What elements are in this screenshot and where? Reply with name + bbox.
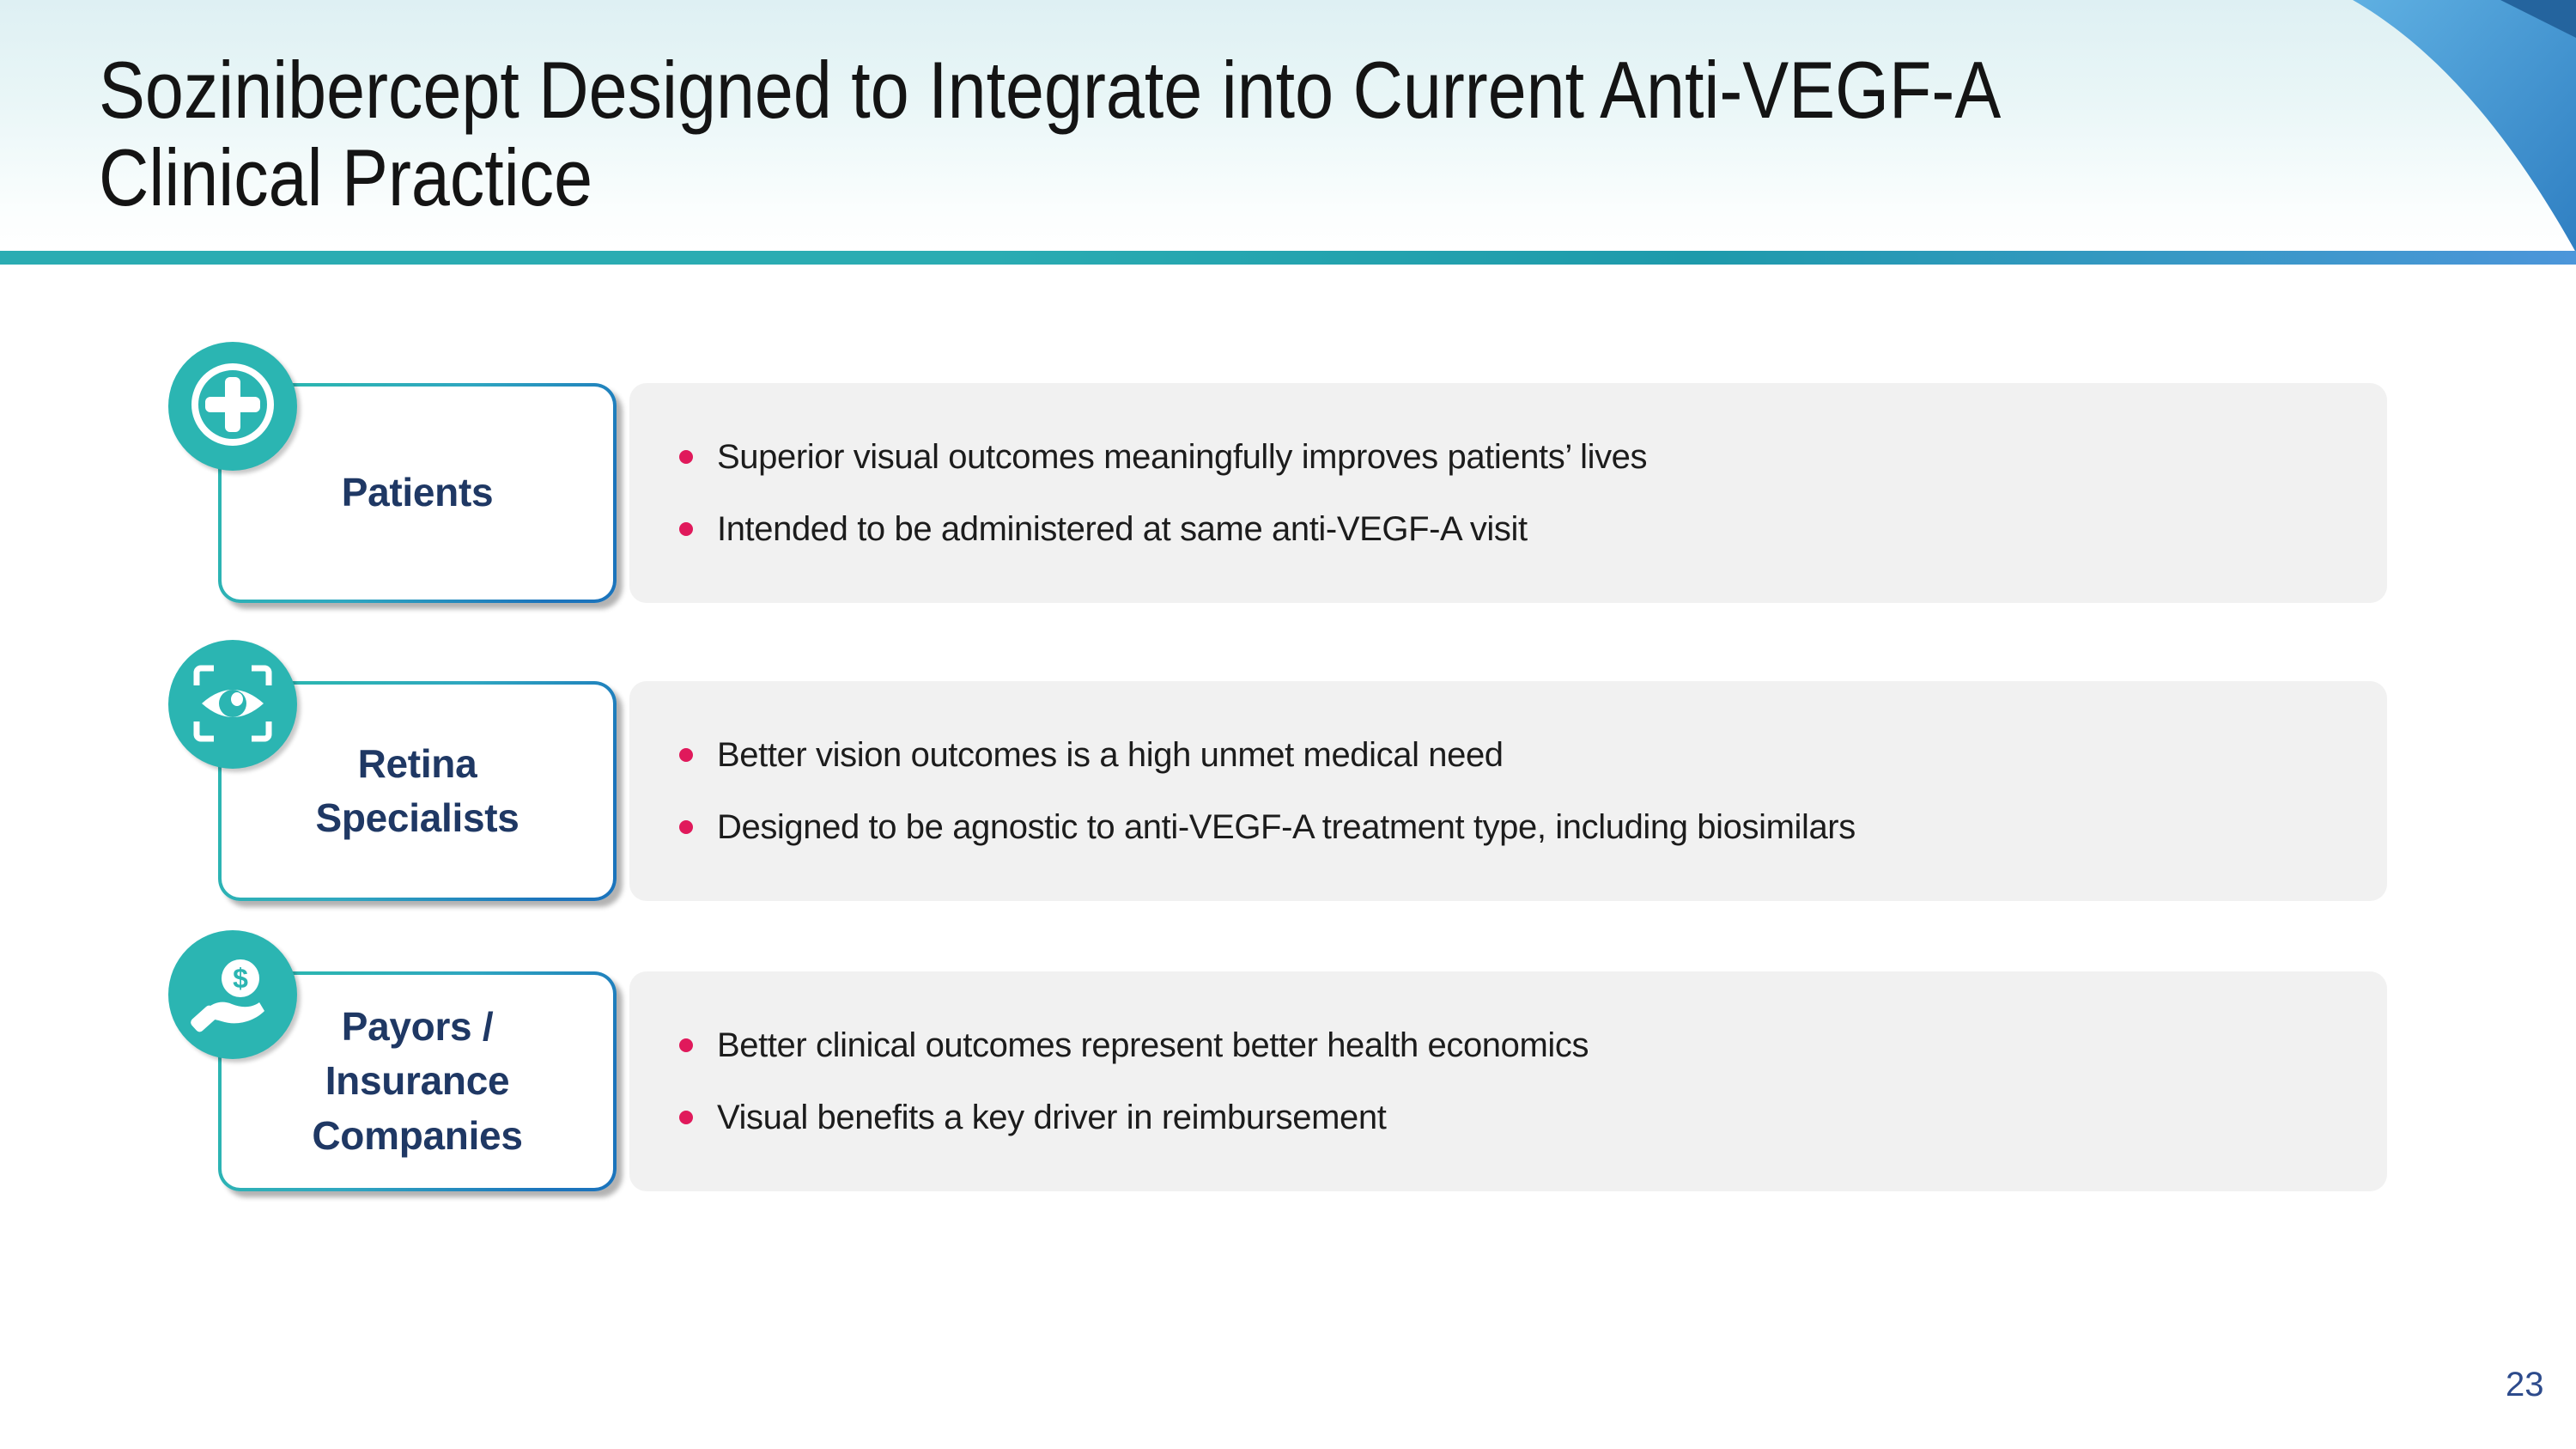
bullet-text: Designed to be agnostic to anti-VEGF-A t… <box>717 808 1856 846</box>
bullets-panel: Better vision outcomes is a high unmet m… <box>629 681 2387 901</box>
bullet-dot <box>679 820 693 834</box>
bullet-dot <box>679 450 693 464</box>
corner-wave-decoration <box>2353 0 2576 253</box>
bullet-dot <box>679 1111 693 1124</box>
header-band: Sozinibercept Designed to Integrate into… <box>0 0 2576 253</box>
svg-text:$: $ <box>233 963 248 994</box>
bullet-item: Superior visual outcomes meaningfully im… <box>679 436 2353 478</box>
page-title-line: Sozinibercept Designed to Integrate into… <box>99 45 2002 135</box>
hand-dollar-icon: $ <box>168 930 297 1059</box>
stakeholder-row-payors: Better clinical outcomes represent bette… <box>0 930 2576 1191</box>
page-number: 23 <box>2506 1366 2544 1403</box>
medical-cross-glyph <box>191 363 274 446</box>
hand-dollar-glyph: $ <box>191 959 264 1032</box>
bullet-dot <box>679 1038 693 1052</box>
page-title-line: Clinical Practice <box>99 132 593 222</box>
bullet-text: Intended to be administered at same anti… <box>717 510 1528 548</box>
card-label: Payors / Insurance Companies <box>312 1003 523 1158</box>
eye-scan-icon <box>168 640 297 769</box>
bullet-text: Better vision outcomes is a high unmet m… <box>717 736 1504 774</box>
bullet-item: Better clinical outcomes represent bette… <box>679 1025 2353 1066</box>
stakeholder-row-patients: Superior visual outcomes meaningfully im… <box>0 342 2576 603</box>
bullet-text: Visual benefits a key driver in reimburs… <box>717 1099 1387 1136</box>
bullet-item: Designed to be agnostic to anti-VEGF-A t… <box>679 807 2353 848</box>
stakeholder-card-retina-specialists: Retina Specialists <box>218 681 617 901</box>
bullet-dot <box>679 748 693 762</box>
card-inner: Retina Specialists <box>222 685 613 898</box>
page-title: Sozinibercept Designed to Integrate into… <box>99 46 2001 222</box>
medical-cross-icon <box>168 342 297 471</box>
card-label: Retina Specialists <box>315 740 519 840</box>
bullet-item: Intended to be administered at same anti… <box>679 508 2353 550</box>
bullet-text: Better clinical outcomes represent bette… <box>717 1026 1589 1064</box>
accent-bar <box>0 251 2576 265</box>
bullet-dot <box>679 522 693 536</box>
bullets-panel: Superior visual outcomes meaningfully im… <box>629 383 2387 603</box>
bullets-panel: Better clinical outcomes represent bette… <box>629 971 2387 1191</box>
eye-scan-glyph <box>193 665 272 742</box>
bullet-item: Visual benefits a key driver in reimburs… <box>679 1097 2353 1138</box>
bullet-item: Better vision outcomes is a high unmet m… <box>679 734 2353 776</box>
stakeholder-row-retina-specialists: Better vision outcomes is a high unmet m… <box>0 640 2576 901</box>
card-label: Patients <box>341 470 494 515</box>
bullet-text: Superior visual outcomes meaningfully im… <box>717 438 1648 476</box>
